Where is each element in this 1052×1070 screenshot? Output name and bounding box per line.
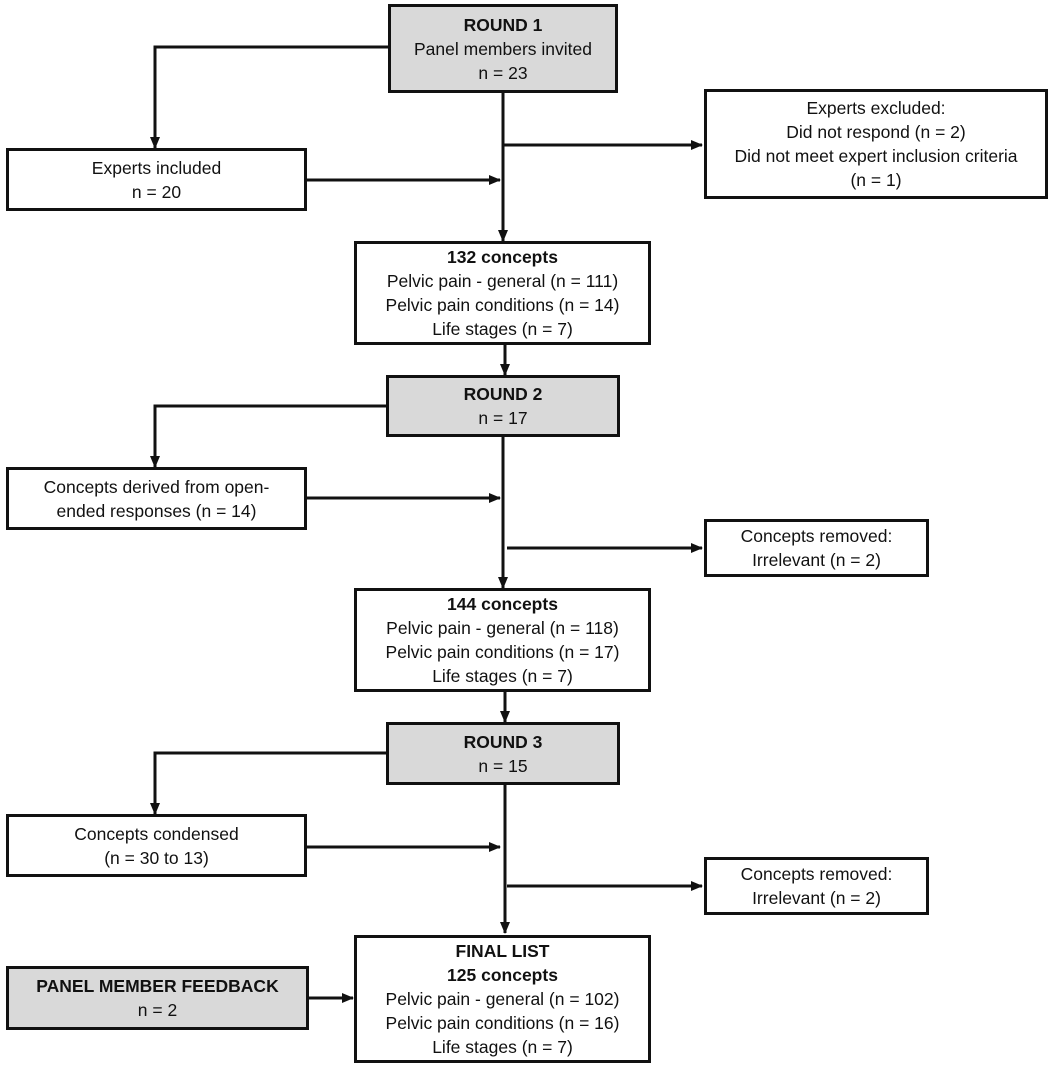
round1-count: n = 23 [478, 62, 528, 83]
concepts-derived-line1: Concepts derived from open- [43, 476, 270, 497]
arrow-round2-to-derived [150, 404, 386, 468]
experts-excluded-box: Experts excluded: Did not respond (n = 2… [704, 89, 1048, 199]
arrow-round1-to-included [150, 45, 388, 149]
round3-title: ROUND 3 [463, 731, 543, 752]
concepts-round2-box: 144 concepts Pelvic pain - general (n = … [354, 588, 651, 692]
concepts-condensed-label: Concepts condensed [74, 823, 239, 844]
concepts-round1-conditions: Pelvic pain conditions (n = 14) [385, 295, 620, 315]
experts-included-count: n = 20 [131, 181, 182, 202]
panel-feedback-title: PANEL MEMBER FEEDBACK [36, 976, 279, 996]
final-list-general: Pelvic pain - general (n = 102) [385, 989, 620, 1009]
panel-feedback-count: n = 2 [137, 1000, 178, 1020]
experts-included-label: Experts included [91, 157, 222, 178]
experts-excluded-no-response: Did not respond (n = 2) [786, 122, 966, 142]
concepts-derived-box: Concepts derived from open- ended respon… [6, 467, 307, 530]
concepts-round1-box: 132 concepts Pelvic pain - general (n = … [354, 241, 651, 345]
round1-box: ROUND 1 Panel members invited n = 23 [388, 4, 618, 93]
experts-excluded-criteria: Did not meet expert inclusion criteria [734, 146, 1018, 166]
round2-box: ROUND 2 n = 17 [386, 375, 620, 437]
round2-count: n = 17 [478, 408, 528, 428]
round3-box: ROUND 3 n = 15 [386, 722, 620, 785]
final-list-concepts: 125 concepts [447, 965, 558, 985]
final-list-box: FINAL LIST 125 concepts Pelvic pain - ge… [354, 935, 651, 1063]
round2-title: ROUND 2 [463, 384, 543, 404]
concepts-round2-life-stages: Life stages (n = 7) [432, 666, 573, 686]
experts-excluded-criteria-count: (n = 1) [850, 170, 902, 190]
round3-count: n = 15 [478, 755, 528, 776]
round1-invited: Panel members invited [414, 38, 592, 59]
round1-title: ROUND 1 [463, 14, 543, 35]
experts-included-box: Experts included n = 20 [6, 148, 307, 211]
concepts-round1-life-stages: Life stages (n = 7) [432, 319, 573, 339]
concepts-removed-round3-title: Concepts removed: [740, 864, 893, 884]
final-list-title: FINAL LIST [455, 941, 550, 961]
concepts-removed-round2-irrelevant: Irrelevant (n = 2) [752, 550, 881, 570]
concepts-removed-round2-title: Concepts removed: [740, 526, 893, 546]
arrow-round3-to-condensed [150, 751, 386, 815]
panel-feedback-box: PANEL MEMBER FEEDBACK n = 2 [6, 966, 309, 1030]
concepts-round2-conditions: Pelvic pain conditions (n = 17) [385, 642, 620, 662]
concepts-condensed-box: Concepts condensed (n = 30 to 13) [6, 814, 307, 877]
concepts-derived-line2: ended responses (n = 14) [56, 500, 257, 521]
concepts-condensed-count: (n = 30 to 13) [104, 847, 209, 868]
final-list-life-stages: Life stages (n = 7) [432, 1037, 573, 1057]
concepts-round2-general: Pelvic pain - general (n = 118) [386, 618, 619, 638]
concepts-round1-general: Pelvic pain - general (n = 111) [386, 271, 619, 291]
concepts-round1-title: 132 concepts [447, 247, 558, 267]
concepts-removed-round3-irrelevant: Irrelevant (n = 2) [752, 888, 881, 908]
experts-excluded-title: Experts excluded: [806, 98, 946, 118]
concepts-round2-title: 144 concepts [447, 594, 558, 614]
concepts-removed-round2-box: Concepts removed: Irrelevant (n = 2) [704, 519, 929, 577]
concepts-removed-round3-box: Concepts removed: Irrelevant (n = 2) [704, 857, 929, 915]
final-list-conditions: Pelvic pain conditions (n = 16) [385, 1013, 620, 1033]
